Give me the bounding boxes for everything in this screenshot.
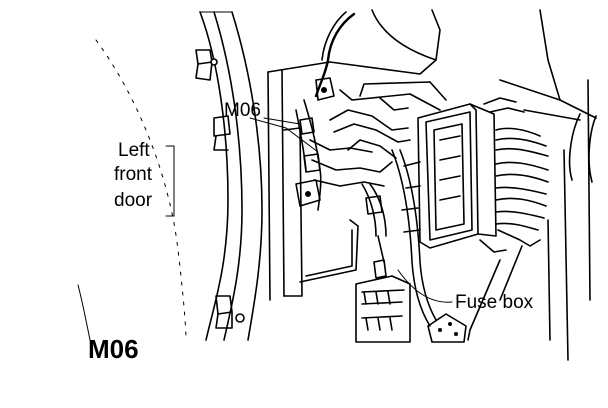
door-label-line-1: Left bbox=[118, 140, 150, 161]
fuse-box-label: Fuse box bbox=[455, 292, 534, 313]
fuse-box-drawing bbox=[417, 97, 549, 253]
door-label-line-2: front bbox=[114, 164, 153, 185]
diagram-code-title: M06 bbox=[88, 334, 139, 364]
lower-connector-drawing bbox=[355, 259, 467, 343]
leader-lines bbox=[165, 117, 453, 303]
door-label-line-3: door bbox=[114, 190, 153, 211]
connector-m06-label: M06 bbox=[224, 100, 261, 121]
dashboard-structure bbox=[267, 9, 597, 361]
left-front-door-drawing bbox=[77, 11, 263, 341]
wiring-harness bbox=[295, 11, 437, 327]
